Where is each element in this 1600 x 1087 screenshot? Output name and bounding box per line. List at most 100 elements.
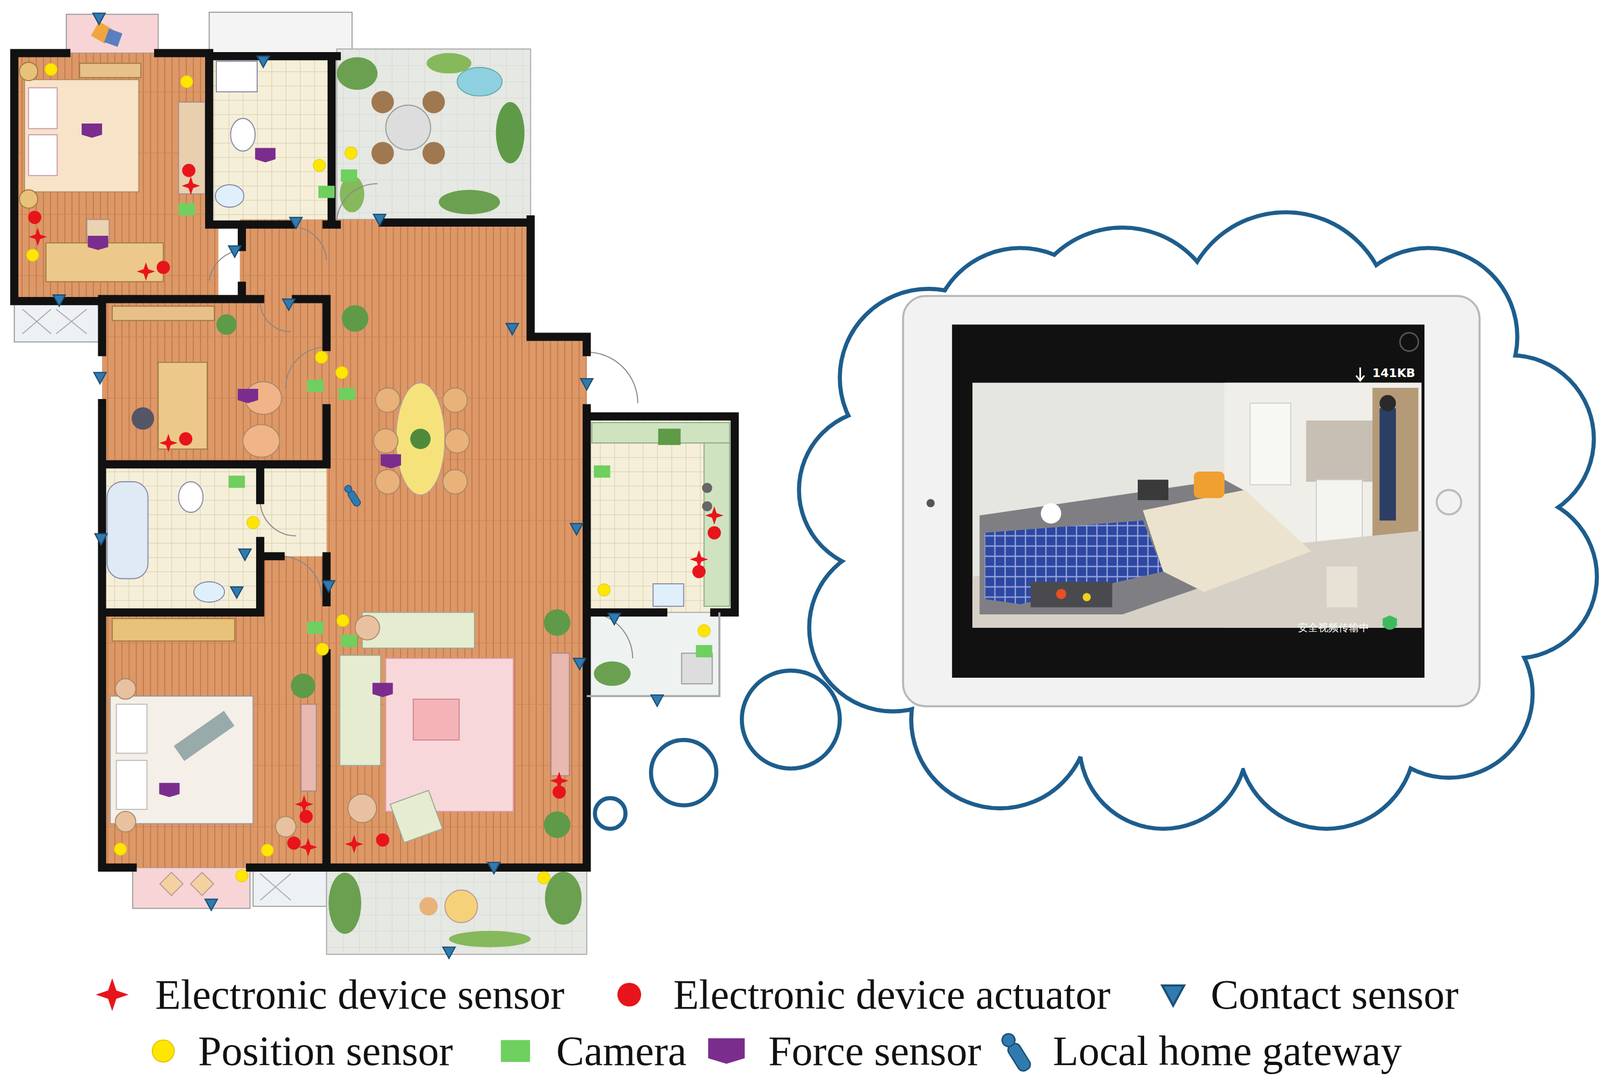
position-marker: [114, 842, 127, 856]
furniture-part: [110, 695, 253, 824]
camera-marker: [318, 185, 335, 199]
furniture-part: [371, 90, 395, 114]
camera-video-frame: [972, 382, 1422, 630]
furniture-part: [385, 105, 431, 151]
furniture-part: [390, 790, 443, 843]
furniture-part: [230, 118, 256, 151]
room-floors-part: [14, 53, 219, 302]
furniture-part: [336, 56, 378, 90]
furniture-part: [442, 469, 468, 494]
actuator-marker: [182, 163, 196, 178]
force-marker: [372, 682, 394, 697]
contact-marker: [282, 299, 295, 311]
gateway-marker: [343, 483, 362, 507]
tablet-part: [926, 498, 935, 507]
camera-marker: [500, 1040, 530, 1063]
window-panels-part: [132, 867, 251, 908]
contact-marker: [506, 323, 519, 335]
legend-swatch: [605, 970, 654, 1019]
window-panels-part: [104, 28, 123, 47]
furniture-part: [339, 655, 381, 766]
thought-cloud-part-part: [594, 797, 626, 829]
tablet-part: [1436, 489, 1462, 515]
furniture-part: [178, 481, 204, 513]
contact-marker: [289, 217, 303, 229]
contact-marker: [205, 898, 218, 911]
furniture-part: [702, 500, 713, 512]
thought-cloud-part: [801, 214, 1596, 827]
contact-marker: [92, 13, 106, 25]
contact-marker: [238, 548, 252, 560]
position-marker: [152, 1040, 175, 1063]
camera-video-frame-part: [1030, 581, 1113, 608]
legend-text: Force sensor: [768, 1029, 981, 1072]
position-marker: [336, 614, 349, 627]
camera-video-frame-part: [1379, 394, 1396, 411]
furniture-part: [112, 618, 235, 642]
furniture-part: [112, 306, 215, 321]
door-swings-part: [336, 183, 378, 220]
force-marker: [87, 235, 108, 251]
furniture-part: [703, 442, 730, 607]
position-marker: [235, 869, 249, 882]
legend-swatch: [991, 1026, 1040, 1075]
force-marker: [708, 1037, 745, 1064]
window-panels-part: [190, 871, 214, 896]
door-swings-part: [586, 352, 638, 404]
furniture-part: [328, 872, 362, 934]
thought-cloud-part: [594, 670, 840, 829]
door-swings-part: [209, 250, 243, 281]
furniture-part: [19, 189, 38, 208]
camera-video-frame-part: [1143, 489, 1312, 592]
furniture-part: [419, 897, 438, 916]
position-marker: [316, 642, 329, 656]
camera-video-frame-part: [1137, 479, 1169, 500]
contact-marker: [322, 580, 336, 592]
furniture-part: [347, 794, 377, 823]
garden-border: [586, 612, 720, 696]
furniture-part: [291, 673, 316, 698]
legend-text: Contact sensor: [1210, 973, 1459, 1016]
furniture-part: [496, 102, 525, 164]
furniture-part: [681, 652, 713, 684]
contact-marker: [570, 523, 583, 535]
actuator-marker: [179, 432, 193, 446]
furniture-part: [173, 710, 235, 761]
door-swings-part: [291, 226, 327, 261]
furniture-part: [371, 141, 395, 165]
garden-border-part: [586, 612, 720, 696]
furniture-part: [215, 184, 244, 208]
gateway-marker-part: [343, 483, 353, 494]
window-panels-part: [66, 14, 159, 54]
star-marker: [704, 506, 724, 525]
furniture-part: [410, 428, 431, 449]
furniture-part: [28, 134, 57, 176]
camera-video-frame-part: [1056, 588, 1067, 600]
tablet-part: [1399, 332, 1418, 352]
furniture-part: [413, 699, 460, 740]
legend-text: Electronic device actuator: [673, 973, 1111, 1016]
window-panels-part: [209, 12, 353, 56]
position-marker: [26, 249, 39, 262]
position-marker: [261, 844, 274, 857]
star-marker: [95, 977, 129, 1011]
window-panels-part: [14, 301, 102, 343]
thought-cloud-part-part: [651, 739, 717, 806]
star-marker: [549, 771, 569, 790]
legend-text: Local home gateway: [1052, 1029, 1402, 1072]
furniture-part: [544, 871, 582, 925]
furniture-part: [24, 79, 140, 192]
position-marker: [315, 351, 328, 364]
window-panels-part: [252, 867, 327, 906]
contact-marker: [53, 294, 66, 307]
furniture-part: [442, 387, 468, 413]
actuator-marker: [375, 833, 390, 847]
position-marker: [45, 63, 58, 76]
furniture-part: [550, 652, 570, 776]
camera-video-frame-part: [1194, 471, 1225, 498]
position-marker: [344, 147, 358, 160]
legend-swatch: [88, 970, 137, 1019]
position-marker: [335, 366, 348, 379]
camera-marker: [307, 621, 324, 634]
window-panels-part: [260, 873, 292, 900]
